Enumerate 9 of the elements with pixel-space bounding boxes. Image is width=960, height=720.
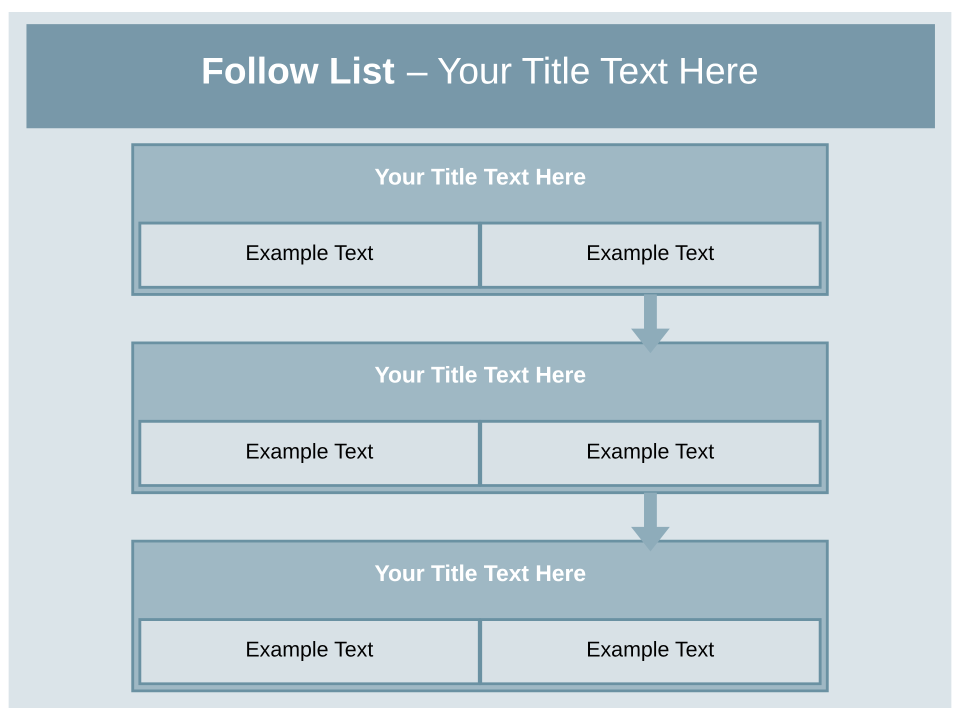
arrow [631,294,670,354]
arrow [631,492,670,552]
node-box: Example Text [479,420,822,487]
node-box: Example Text [479,222,822,289]
node-box: Example Text [479,618,822,686]
node-box: Example Text [138,618,481,686]
diagram-title: Follow List – Your Title Text Here [201,50,759,92]
node-box: Example Text [138,222,481,289]
node-box: Example Text [138,420,481,487]
